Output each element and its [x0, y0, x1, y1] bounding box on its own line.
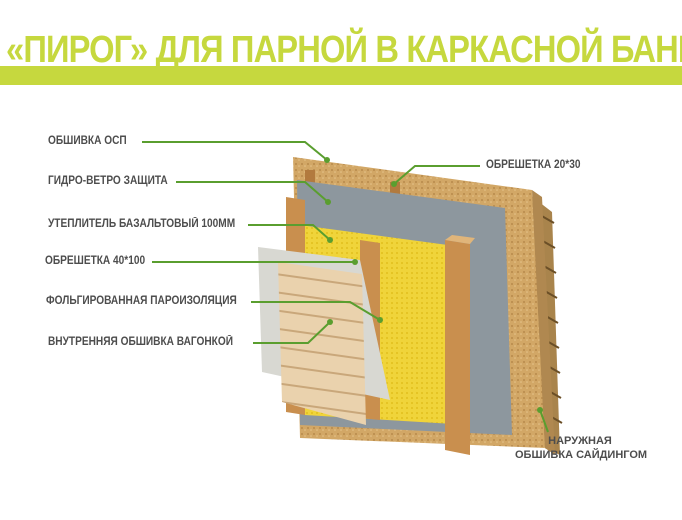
label-batten-20x30: ОБРЕШЕТКА 20*30 [486, 159, 581, 171]
label-siding-line1: НАРУЖНАЯ [548, 435, 612, 447]
label-insulation: УТЕПЛИТЕЛЬ БАЗАЛЬТОВЫЙ 100ММ [48, 218, 236, 230]
label-osb: ОБШИВКА ОСП [48, 135, 127, 147]
label-batten-40x100: ОБРЕШЕТКА 40*100 [45, 255, 146, 267]
label-wind-barrier: ГИДРО-ВЕТРО ЗАЩИТА [48, 175, 168, 187]
title-band [0, 66, 682, 85]
label-foil-barrier: ФОЛЬГИРОВАННАЯ ПАРОИЗОЛЯЦИЯ [46, 295, 237, 307]
label-siding-line2: ОБШИВКА САЙДИНГОМ [515, 449, 648, 461]
label-siding: НАРУЖНАЯ ОБШИВКА САЙДИНГОМ [515, 434, 648, 462]
leader-lines [142, 141, 549, 433]
leader-dots [324, 157, 543, 413]
label-lining: ВНУТРЕННЯЯ ОБШИВКА ВАГОНКОЙ [48, 336, 233, 348]
page-title: «ПИРОГ» ДЛЯ ПАРНОЙ В КАРКАСНОЙ БАНЕ [6, 29, 682, 71]
